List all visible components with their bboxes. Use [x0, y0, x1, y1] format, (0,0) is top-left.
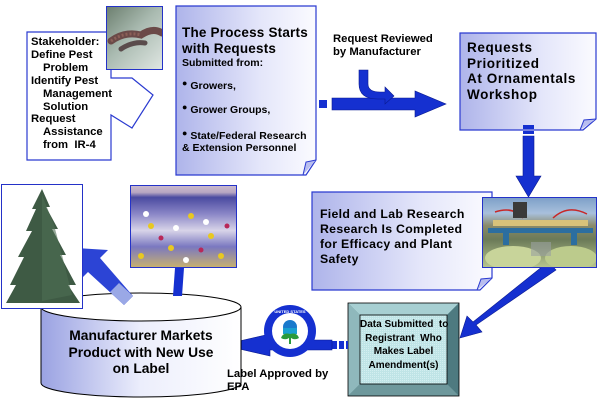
connector-square-1 — [319, 100, 327, 108]
sprayer-tractor-photo — [482, 197, 597, 268]
connector-bar-2 — [523, 131, 534, 134]
field-research-text: Field and Lab Research Research Is Compl… — [320, 207, 465, 267]
diagonal-arrow-to-registrant — [459, 261, 557, 339]
process-doc-shape — [175, 5, 317, 176]
stakeholder-line: Problem — [43, 61, 89, 74]
review-label-line: Request Reviewed — [333, 33, 433, 45]
process-doc-fold — [302, 159, 317, 176]
epa-seal-icon: UNITED STATES — [263, 304, 317, 358]
field-doc-fold — [476, 277, 493, 291]
bullet-text: State/Federal Research & Extension Perso… — [182, 129, 307, 155]
prioritized-line: Workshop — [467, 86, 538, 102]
connector-square-4 — [346, 341, 348, 349]
bullet-icon: ● — [182, 127, 188, 138]
bullet-icon: ● — [182, 102, 188, 113]
registrant-line: Amendment(s) — [368, 359, 439, 371]
field-research-line: Safety — [320, 252, 359, 266]
field-research-line: Field and Lab Research — [320, 207, 465, 221]
prioritized-doc-shape — [459, 32, 597, 131]
prioritized-line: Prioritized — [467, 55, 540, 71]
field-research-line: Research Is Completed — [320, 222, 463, 236]
manufacturer-text: Manufacturer Markets Product with New Us… — [41, 328, 241, 378]
process-bullet: ● Grower Groups, — [182, 102, 314, 117]
stakeholder-line: Stakeholder: — [31, 36, 100, 48]
stakeholder-text: Stakeholder: Define Pest Problem Identif… — [31, 36, 112, 152]
stakeholder-line: Request — [31, 113, 76, 126]
process-subtitle: Submitted from: — [182, 57, 264, 69]
registrant-box — [347, 302, 460, 397]
registrant-text: Data Submitted to Registrant Who Makes L… — [360, 318, 449, 372]
epa-seal-text: UNITED STATES — [274, 309, 306, 314]
field-doc-shape — [311, 191, 493, 291]
stakeholder-line: from IR-4 — [43, 139, 96, 152]
review-label-line: by Manufacturer — [333, 46, 421, 58]
prioritized-line: At Ornamentals — [467, 71, 576, 86]
stakeholder-line: Management — [43, 87, 113, 100]
process-bullet: ● Growers, — [182, 78, 314, 93]
pansy-flowerbed-photo — [130, 185, 237, 268]
stakeholder-line: Solution — [43, 100, 89, 113]
registrant-line: Data Submitted to — [360, 319, 449, 330]
christmas-tree-photo — [1, 184, 83, 309]
epa-label: Label Approved by EPA — [227, 368, 328, 394]
arrow-to-tree-fade — [110, 283, 133, 305]
prioritized-line: Requests — [467, 40, 533, 55]
stakeholder-line: Assistance — [43, 126, 103, 139]
process-bullet: ● State/Federal Research & Extension Per… — [182, 127, 310, 155]
connector-bar-1 — [523, 125, 534, 129]
down-arrow — [515, 135, 542, 198]
caterpillar-photo — [106, 6, 163, 70]
field-research-line: for Efficacy and Plant — [320, 237, 453, 251]
epa-label-line: Label Approved by — [227, 368, 329, 380]
bullet-text: Grower Groups, — [190, 104, 271, 117]
review-curve-arrow — [358, 69, 395, 105]
epa-label-line: EPA — [227, 381, 250, 393]
registrant-line: Makes Label — [373, 346, 434, 357]
registrant-line: Registrant Who — [365, 332, 442, 344]
prioritized-doc-fold — [579, 118, 597, 131]
connector-square-3 — [339, 341, 344, 349]
manufacturer-line: Product with New Use — [68, 344, 214, 360]
process-starts-text: The Process Starts with Requests Submitt… — [182, 25, 314, 155]
process-title: The Process Starts with Requests — [182, 25, 308, 56]
stakeholder-line: Identify Pest — [31, 74, 99, 87]
bullet-icon: ● — [182, 77, 188, 88]
bullet-text: Growers, — [190, 79, 236, 92]
connector-square-2 — [332, 341, 337, 349]
manufacturer-line: Manufacturer Markets — [69, 328, 213, 343]
stakeholder-line: Define Pest — [31, 48, 93, 61]
manufacturer-line: on Label — [112, 361, 170, 376]
manufacturer-cylinder — [40, 292, 242, 398]
prioritized-text: Requests Prioritized At Ornamentals Work… — [467, 40, 576, 102]
review-label: Request Reviewed by Manufacturer — [333, 33, 433, 59]
review-arrow — [331, 90, 447, 118]
